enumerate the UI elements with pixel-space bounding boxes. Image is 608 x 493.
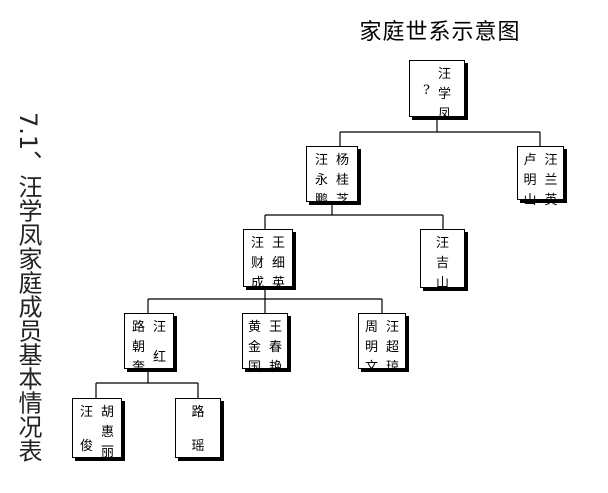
node-zhou-mingwen-wang-chaoqiong: 汪超琼周明文 (358, 313, 406, 375)
name-column: 汪财成 (250, 234, 264, 291)
name-char: 超 (386, 340, 400, 355)
name-char: 国 (247, 360, 261, 375)
name-char: 财 (250, 256, 264, 271)
name-char: 王 (269, 320, 283, 335)
node-huang-jinguo-wang-chunyan: 王春艳黄金国 (242, 313, 288, 375)
name-char: 胡 (101, 405, 115, 420)
name-char: 吉 (435, 256, 449, 271)
name-char: 黄 (247, 320, 261, 335)
name-column: 汪超琼 (386, 318, 400, 375)
name-column: 汪红 (153, 318, 166, 368)
name-column: 汪俊 (80, 403, 93, 457)
name-char: 芝 (336, 193, 350, 208)
name-char: 明 (523, 173, 537, 188)
name-char: 学 (437, 87, 451, 102)
name-char: 山 (435, 276, 449, 291)
name-column: 周明文 (364, 318, 378, 375)
name-column: 胡惠丽 (101, 403, 115, 460)
node-wang-yongpeng-yang-guizhi: 杨桂芝汪永鹏 (306, 146, 358, 208)
name-char: 鹏 (314, 193, 328, 208)
name-char: 汪 (386, 320, 400, 335)
name-column: 路瑶 (191, 403, 204, 457)
node-lu-mingshan-wang-lanying: 汪兰英卢明山 (517, 146, 564, 208)
side-title: 7.1、汪学凤家庭成员基本情况表 (14, 112, 42, 463)
node-wang-jishan: 汪吉山 (420, 229, 465, 291)
name-char: 红 (153, 350, 167, 365)
name-char: 春 (269, 340, 283, 355)
name-char: 汪 (435, 236, 449, 251)
name-char: 奎 (131, 360, 145, 375)
name-column: 卢明山 (523, 151, 537, 208)
name-char: 英 (544, 193, 558, 208)
name-char: 金 (247, 340, 261, 355)
name-char: 英 (272, 276, 286, 291)
name-column: 杨桂芝 (336, 151, 350, 208)
name-column: ? (423, 65, 430, 116)
name-char: 文 (364, 360, 378, 375)
name-char: 杨 (336, 153, 350, 168)
name-char: 汪 (79, 405, 93, 420)
name-column: 汪学凤 (437, 65, 451, 122)
name-char: 俊 (79, 439, 93, 454)
name-char: 路 (191, 405, 205, 420)
name-char: 周 (364, 320, 378, 335)
name-column: 黄金国 (247, 318, 261, 375)
name-char: 汪 (437, 67, 451, 82)
name-char: 艳 (269, 360, 283, 375)
name-char: ? (423, 82, 430, 98)
node-wang-jun-hu-huili: 胡惠丽汪俊 (72, 398, 122, 460)
name-char: 汪 (153, 320, 167, 335)
name-char: 瑶 (191, 439, 205, 454)
name-char: 汪 (544, 153, 558, 168)
node-lu-chaokui-wang-hong: 汪红路朝奎 (124, 313, 174, 375)
name-char: 细 (272, 256, 286, 271)
name-char: 凤 (437, 107, 451, 122)
name-char: 惠 (101, 425, 115, 440)
name-char: 桂 (336, 173, 350, 188)
name-column: 王细英 (272, 234, 286, 291)
name-column: 汪吉山 (435, 234, 449, 291)
name-char: 朝 (131, 340, 145, 355)
name-char: 琼 (386, 360, 400, 375)
node-wang-caicheng-wang-xiying: 王细英汪财成 (243, 229, 293, 291)
diagram-title: 家庭世系示意图 (359, 20, 521, 45)
name-char: 成 (250, 276, 264, 291)
name-column: 汪永鹏 (314, 151, 328, 208)
name-char: 丽 (101, 445, 115, 460)
name-column: 路朝奎 (131, 318, 145, 375)
node-lu-yao: 路瑶 (175, 398, 221, 458)
name-char: 永 (314, 173, 328, 188)
name-char: 汪 (314, 153, 328, 168)
node-wang-xuefeng: 汪学凤? (409, 60, 465, 122)
name-char: 兰 (544, 173, 558, 188)
name-char: 卢 (523, 153, 537, 168)
name-char: 路 (131, 320, 145, 335)
name-column: 王春艳 (269, 318, 283, 375)
name-char: 汪 (250, 236, 264, 251)
name-char: 王 (272, 236, 286, 251)
name-column: 汪兰英 (544, 151, 558, 208)
name-char: 明 (364, 340, 378, 355)
name-char: 山 (523, 193, 537, 208)
